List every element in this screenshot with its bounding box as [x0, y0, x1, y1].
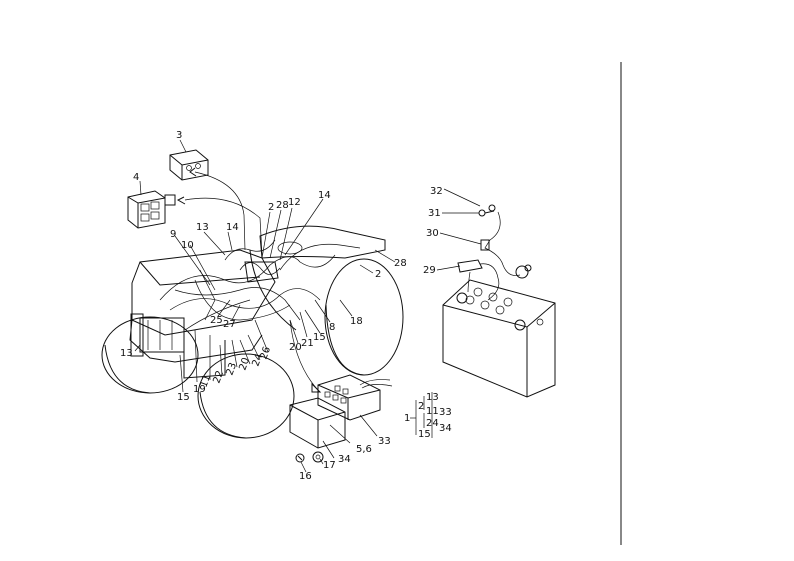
label-28-right: 28 [394, 258, 407, 269]
label-4: 4 [133, 172, 139, 183]
label-30: 30 [426, 228, 439, 239]
label-32: 32 [430, 186, 443, 197]
label-13-top: 13 [196, 222, 209, 233]
label-15-low: 15 [177, 392, 190, 403]
fuse-legend-bracket [410, 392, 433, 438]
connector-4-icon [127, 190, 176, 229]
connector-3-wire [194, 171, 246, 251]
label-10: 10 [181, 240, 194, 251]
fuse-box-33-icon [317, 374, 393, 421]
label-25: 25 [210, 315, 223, 326]
connector-3-icon [169, 149, 209, 181]
label-22: 22 [211, 369, 226, 385]
legend-label-2: 2 [418, 401, 424, 412]
label-11: 11 [198, 373, 213, 389]
label-19: 19 [193, 384, 206, 395]
label-28-top: 28 [276, 200, 289, 211]
label-17: 17 [323, 460, 336, 471]
label-3: 3 [176, 130, 182, 141]
label-16: 16 [299, 471, 312, 482]
legend-label-13: 13 [426, 392, 439, 403]
legend-label-33: 33 [439, 407, 452, 418]
label-31: 31 [428, 208, 441, 219]
label-2-right: 2 [375, 269, 381, 280]
battery-cable-29 [457, 259, 483, 273]
label-5-6: 5,6 [356, 444, 372, 455]
label-18: 18 [350, 316, 363, 327]
label-33-box: 33 [378, 436, 391, 447]
part-labels: 3 4 14 12 28 2 13 14 9 10 28 2 18 8 15 2… [120, 130, 452, 482]
label-24: 24 [250, 352, 265, 368]
legend-label-1: 1 [404, 413, 410, 424]
nut-32-icon [488, 204, 496, 212]
label-20-mid: 20 [289, 342, 302, 353]
fuse-cover-34-icon [289, 397, 346, 449]
label-29: 29 [423, 265, 436, 276]
connector-4-wire [184, 197, 263, 256]
label-34-box: 34 [338, 454, 351, 465]
clip-17-icon [312, 451, 324, 463]
battery-cable-30 [484, 211, 521, 276]
leader-lines [134, 139, 482, 473]
battery-icon [442, 279, 556, 398]
label-8: 8 [329, 322, 335, 333]
label-26: 26 [258, 345, 273, 361]
label-14-mid: 14 [226, 222, 239, 233]
label-23: 23 [224, 361, 239, 377]
label-15-mid: 15 [313, 332, 326, 343]
label-20-low: 20 [237, 356, 252, 372]
label-13-low: 13 [120, 348, 133, 359]
legend-label-34: 34 [439, 423, 452, 434]
label-27: 27 [223, 319, 236, 330]
legend-label-11: 11 [426, 406, 439, 417]
legend-label-15: 15 [418, 429, 431, 440]
label-2-top: 2 [268, 202, 274, 213]
screw-16-icon [295, 453, 305, 463]
label-12: 12 [288, 197, 301, 208]
label-9: 9 [170, 229, 176, 240]
label-21: 21 [301, 338, 314, 349]
tractor-illustration [101, 225, 404, 439]
label-14-top: 14 [318, 190, 331, 201]
legend-label-24: 24 [426, 418, 439, 429]
